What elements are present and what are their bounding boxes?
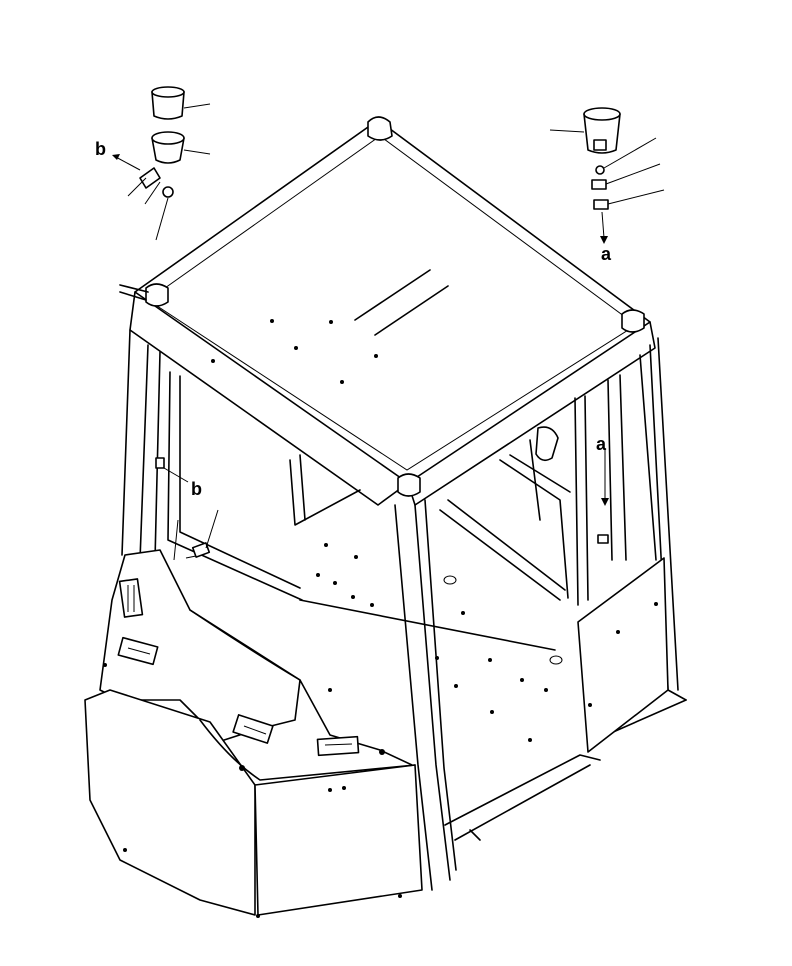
nut [162, 186, 174, 198]
cab-frame [121, 329, 687, 891]
right-exploded-parts [549, 107, 665, 244]
rear-side-panel [577, 557, 669, 753]
callout-a-side: a [596, 434, 607, 454]
washer [595, 165, 605, 175]
bracket [139, 167, 161, 189]
front-console [84, 549, 423, 918]
callout-labels: a a b b [95, 139, 612, 499]
clip [591, 179, 607, 190]
left-exploded-parts [112, 86, 211, 241]
callout-b-side: b [191, 479, 202, 499]
pillar-mounted-parts [155, 426, 609, 561]
bushing [593, 199, 609, 210]
roof-corner-caps [119, 116, 645, 497]
callout-b-top: b [95, 139, 106, 159]
callout-a-top: a [601, 244, 612, 264]
